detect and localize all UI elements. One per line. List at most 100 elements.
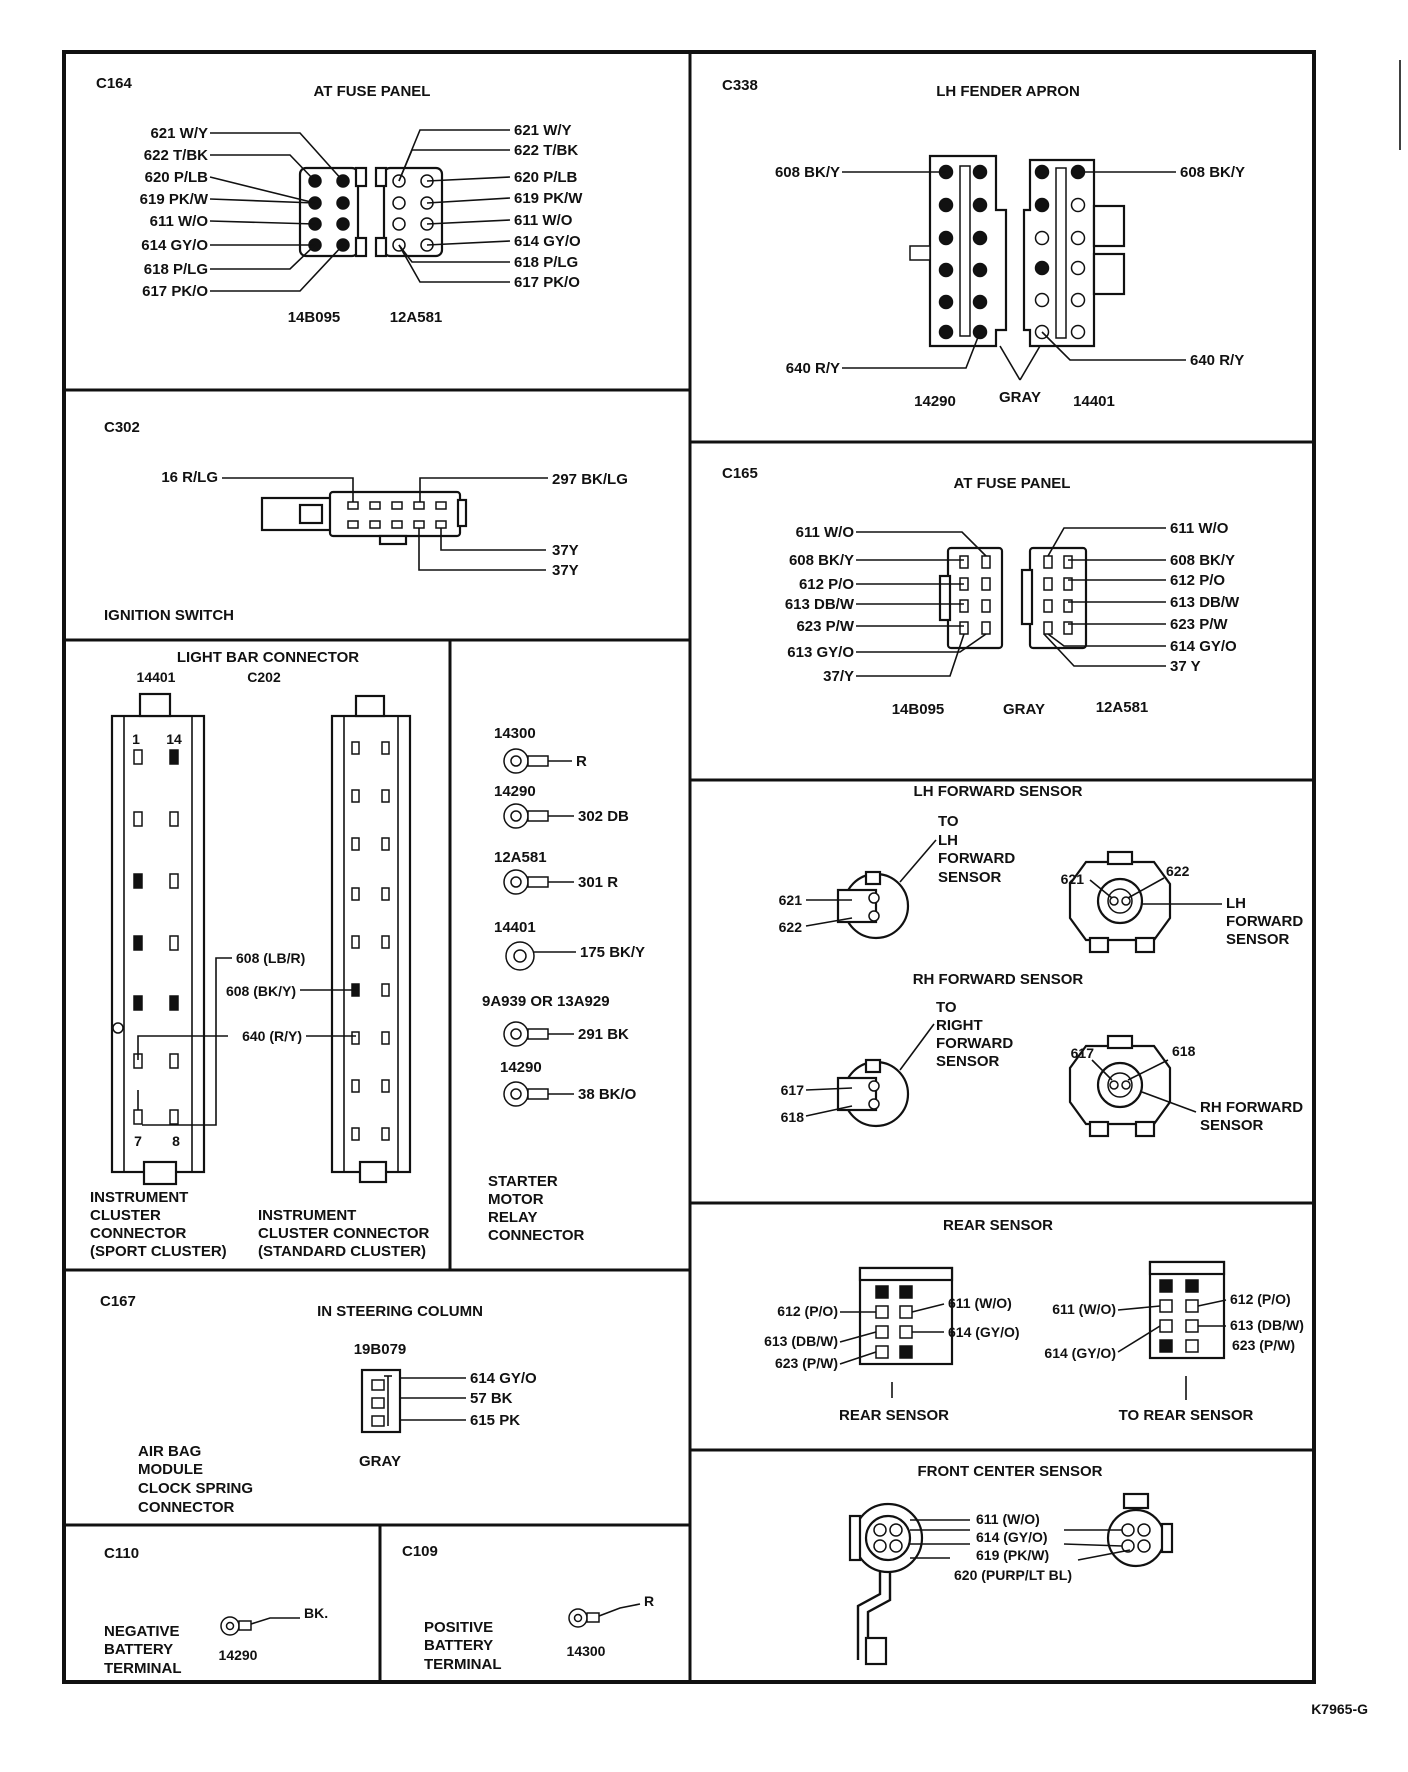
- c164-panel: C164 AT FUSE PANEL: [96, 75, 583, 326]
- c338-panel: C338 LH FENDER APRON: [722, 77, 1245, 410]
- lightbar-wire-3: 640 (R/Y): [242, 1028, 302, 1044]
- lh-fwd-to-1: TO: [938, 813, 959, 830]
- rh-fwd-wire-3: 617: [1071, 1045, 1095, 1061]
- lh-fwd-wire-2: 622: [779, 919, 803, 935]
- front-center-wire-3: 619 (PK/W): [976, 1547, 1049, 1563]
- c164-tab-right-b: [374, 236, 388, 258]
- c165-right-wire-2: 608 BK/Y: [1170, 552, 1235, 569]
- c167-caption-3: CLOCK SPRING: [138, 1480, 253, 1497]
- c167-caption-4: CONNECTOR: [138, 1499, 235, 1516]
- c338-wire-tr: 608 BK/Y: [1180, 164, 1245, 181]
- c164-id: C164: [96, 75, 133, 92]
- lightbar-standard-pins: [351, 741, 390, 1141]
- lh-fwd-to-4: SENSOR: [938, 869, 1002, 886]
- lh-fwd-to-2: LH: [938, 832, 958, 849]
- starter-term-2-wire: 302 DB: [578, 808, 629, 825]
- rear-r-right-3: 623 (P/W): [1232, 1337, 1295, 1353]
- rear-l-left-2: 613 (DB/W): [764, 1333, 838, 1349]
- c338-left-pins: [938, 164, 988, 340]
- c165-right-pins: [1043, 555, 1073, 635]
- lightbar-cap-right-2: CLUSTER CONNECTOR: [258, 1225, 430, 1242]
- lh-fwd-title: LH FORWARD SENSOR: [914, 783, 1083, 800]
- c164-right-wire-2: 622 T/BK: [514, 142, 578, 159]
- c110-caption-3: TERMINAL: [104, 1660, 182, 1677]
- c165-left-wire-3: 612 P/O: [799, 576, 854, 593]
- c165-leaders: [856, 527, 1166, 677]
- c165-right-wire-3: 612 P/O: [1170, 572, 1225, 589]
- starter-term-5: 9A939 OR 13A929 291 BK: [482, 993, 629, 1047]
- c338-part-left: 14290: [914, 393, 956, 410]
- starter-term-6-wire: 38 BK/O: [578, 1086, 637, 1103]
- c165-panel: C165 AT FUSE PANEL: [722, 465, 1240, 718]
- c164-right-wire-8: 617 PK/O: [514, 274, 580, 291]
- lightbar-cap-left-1: INSTRUMENT: [90, 1189, 188, 1206]
- c109-id: C109: [402, 1543, 438, 1560]
- rh-fwd-to-1: TO: [936, 999, 957, 1016]
- c164-tab-left: [354, 166, 368, 188]
- c165-connector-right: [1028, 546, 1088, 650]
- c302-wire-right-2: 37Y: [552, 542, 579, 559]
- lightbar-wire-1: 608 (LB/R): [236, 950, 305, 966]
- c338-id: C338: [722, 77, 758, 94]
- c109-part: 14300: [567, 1643, 606, 1659]
- c164-left-wire-8: 617 PK/O: [142, 283, 208, 300]
- lightbar-pin-1: 1: [132, 731, 140, 747]
- c165-part-right: 12A581: [1096, 699, 1149, 716]
- figure-code: K7965-G: [1311, 1701, 1368, 1717]
- rh-fwd-panel: RH FORWARD SENSOR TO RIGHT FORWARD SENSO…: [781, 971, 1303, 1138]
- c338-right-pins: [1034, 164, 1086, 340]
- starter-term-5-wire: 291 BK: [578, 1026, 629, 1043]
- c165-right-wire-6: 614 GY/O: [1170, 638, 1237, 655]
- rear-r-right-1: 612 (P/O): [1230, 1291, 1291, 1307]
- c109-caption-3: TERMINAL: [424, 1656, 502, 1673]
- c164-left-wire-6: 614 GY/O: [141, 237, 208, 254]
- front-center-title: FRONT CENTER SENSOR: [917, 1463, 1102, 1480]
- c165-part-left: 14B095: [892, 701, 945, 718]
- c338-wire-br: 640 R/Y: [1190, 352, 1244, 369]
- c165-right-wire-4: 613 DB/W: [1170, 594, 1240, 611]
- c167-part: 19B079: [354, 1341, 407, 1358]
- c338-gray: GRAY: [999, 389, 1041, 406]
- c164-right-pins: [392, 174, 434, 252]
- c165-left-wire-7: 37/Y: [823, 668, 854, 685]
- lightbar-standard-body: [330, 714, 412, 1174]
- c164-right-wire-6: 614 GY/O: [514, 233, 581, 250]
- rh-fwd-to-3: FORWARD: [936, 1035, 1013, 1052]
- c302-id: C302: [104, 419, 140, 436]
- c110-panel: C110 BK. 14290 NEGATIVE BATTERY TERMINAL: [104, 1545, 328, 1677]
- starter-term-1-wire: R: [576, 753, 587, 770]
- c164-left-wire-5: 611 W/O: [150, 213, 209, 230]
- starter-term-2-part: 14290: [494, 783, 536, 800]
- c302-pins: [347, 501, 447, 529]
- lh-fwd-to-3: FORWARD: [938, 850, 1015, 867]
- c167-caption-1: AIR BAG: [138, 1443, 201, 1460]
- front-center-wire-2: 614 (GY/O): [976, 1529, 1048, 1545]
- c164-left-wire-2: 622 T/BK: [144, 147, 208, 164]
- lightbar-part: 14401: [137, 669, 176, 685]
- rear-title: REAR SENSOR: [943, 1217, 1053, 1234]
- rh-fwd-title: RH FORWARD SENSOR: [913, 971, 1084, 988]
- c164-connector-right: [382, 166, 444, 258]
- starter-term-6-part: 14290: [500, 1059, 542, 1076]
- lh-fwd-label-2: FORWARD: [1226, 913, 1303, 930]
- lightbar-sport-pins: [133, 749, 179, 1125]
- c302-wire-right-3: 37Y: [552, 562, 579, 579]
- c164-title: AT FUSE PANEL: [314, 83, 431, 100]
- c302-wire-left: 16 R/LG: [161, 469, 218, 486]
- c110-wire: BK.: [304, 1605, 328, 1621]
- rh-fwd-to-4: SENSOR: [936, 1053, 1000, 1070]
- c167-gray: GRAY: [359, 1453, 401, 1470]
- rear-l-right-2: 614 (GY/O): [948, 1324, 1020, 1340]
- rear-r-left-2: 614 (GY/O): [1044, 1345, 1116, 1361]
- front-center-panel: FRONT CENTER SENSOR 611 (W/O) 614 (GY/O)…: [848, 1463, 1174, 1666]
- c164-part-right: 12A581: [390, 309, 443, 326]
- c165-right-wire-5: 623 P/W: [1170, 616, 1228, 633]
- rh-fwd-to-2: RIGHT: [936, 1017, 983, 1034]
- starter-term-4-wire: 175 BK/Y: [580, 944, 645, 961]
- c164-tab-right: [374, 166, 388, 188]
- starter-caption-1: STARTER: [488, 1173, 558, 1190]
- c164-part-left: 14B095: [288, 309, 341, 326]
- starter-term-4-part: 14401: [494, 919, 536, 936]
- rh-fwd-label-2: SENSOR: [1200, 1117, 1264, 1134]
- c164-tab-left-b: [354, 236, 368, 258]
